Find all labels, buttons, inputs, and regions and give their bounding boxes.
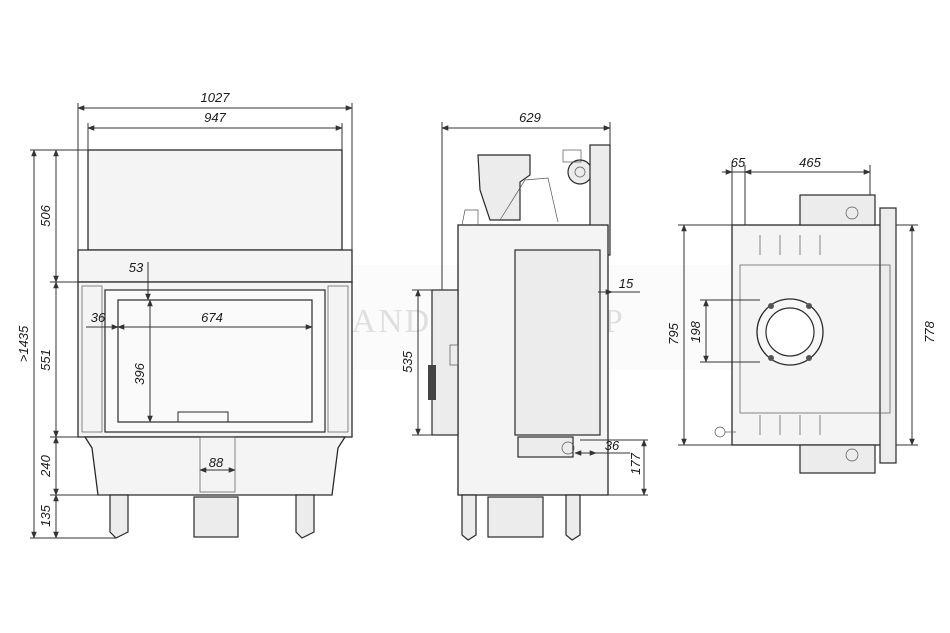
top-dimensions: 65 465 795 198 778 — [666, 155, 937, 446]
dim-side-offset-15: 15 — [619, 276, 634, 291]
dim-side-door-height: 535 — [400, 350, 415, 372]
side-dimensions: 629 535 15 36 177 — [400, 110, 648, 496]
dim-front-width-inner: 947 — [204, 110, 226, 125]
front-hood — [87, 149, 343, 251]
dim-glass-width: 674 — [201, 310, 223, 325]
front-air-duct — [193, 496, 239, 538]
dim-top-depth-right: 778 — [922, 320, 937, 342]
door-handle — [177, 411, 229, 423]
dim-front-mid-height: 551 — [38, 349, 53, 371]
dim-side-depth: 629 — [519, 110, 541, 125]
front-leg-left — [109, 494, 129, 539]
dim-top-offset: 65 — [731, 155, 746, 170]
dim-glass-offset-side: 36 — [91, 310, 106, 325]
side-air-duct — [487, 496, 544, 538]
front-upper-casing — [77, 249, 353, 283]
dim-top-depth-left: 795 — [666, 322, 681, 344]
dim-air-inlet: 88 — [209, 455, 224, 470]
front-view — [77, 149, 353, 539]
dim-front-leg-height: 135 — [38, 504, 53, 526]
top-rear-block-bottom — [799, 444, 876, 474]
side-door-handle — [428, 365, 436, 400]
top-flue-opening — [765, 307, 815, 357]
air-inlet-box — [199, 436, 236, 493]
side-panel — [514, 249, 601, 436]
side-flue-outlet — [477, 154, 531, 221]
dim-top-spacing: 465 — [799, 155, 821, 170]
top-right-rail — [879, 207, 897, 464]
top-rear-block-top — [799, 194, 876, 226]
dim-front-lower-height: 240 — [38, 454, 53, 477]
front-leg-right — [295, 494, 315, 539]
dim-side-inlet-height: 177 — [628, 452, 643, 474]
top-view — [714, 194, 897, 474]
dim-front-total-height: >1435 — [16, 325, 31, 362]
dim-top-flue-diameter: 198 — [688, 320, 703, 342]
side-fan — [567, 159, 593, 185]
front-lower-box — [83, 436, 347, 496]
dim-side-offset-36: 36 — [605, 438, 620, 453]
side-leg-front — [461, 494, 477, 541]
dim-front-width-outer: 1027 — [201, 90, 231, 105]
side-view — [428, 144, 611, 541]
side-door-profile — [431, 289, 459, 436]
dim-glass-height: 396 — [132, 362, 147, 384]
front-door — [104, 289, 326, 433]
dim-front-top-height: 506 — [38, 204, 53, 226]
front-dimensions: 1027 947 >1435 506 551 240 135 53 36 674… — [16, 90, 353, 539]
top-air-knob — [714, 426, 726, 438]
side-leg-rear — [565, 494, 581, 541]
dim-glass-offset-top: 53 — [129, 260, 144, 275]
